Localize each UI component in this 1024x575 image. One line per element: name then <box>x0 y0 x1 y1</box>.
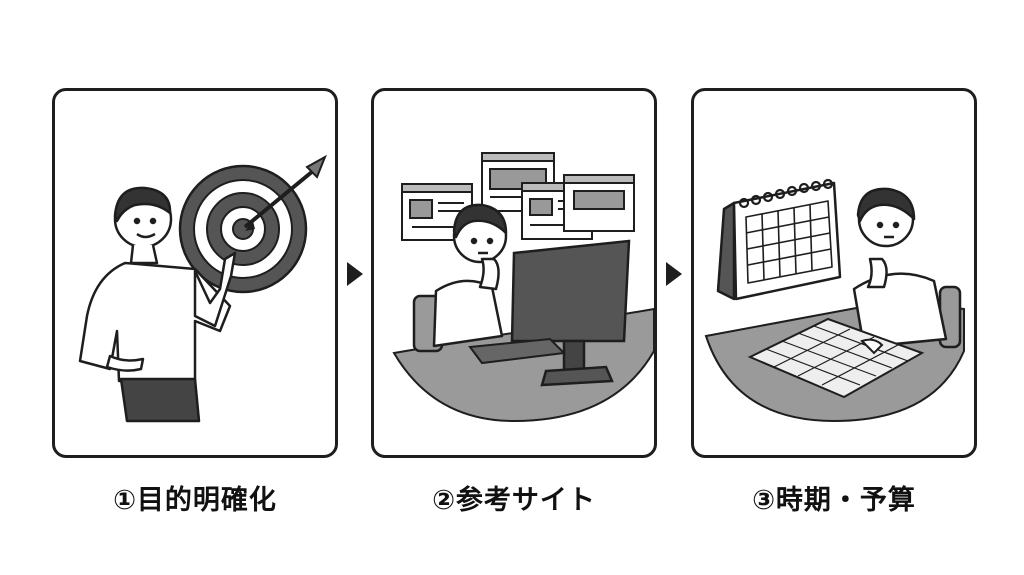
step-panel-1 <box>52 88 338 458</box>
step-label-3: ③時期・予算 <box>752 485 916 516</box>
step-panel-2 <box>371 88 657 458</box>
step-panel-3 <box>691 88 977 458</box>
monitor-icon <box>510 239 631 387</box>
step-label-2: ②参考サイト <box>432 485 596 516</box>
person-pointing-icon <box>78 186 237 423</box>
calendar-icon <box>716 178 842 301</box>
spreadsheet-icon <box>747 317 925 399</box>
keyboard-icon <box>468 337 567 365</box>
website-windows-icon <box>401 152 635 241</box>
dart-arrow-icon <box>243 154 327 231</box>
goal-illustration <box>78 154 327 423</box>
step-label-1: ①目的明確化 <box>113 485 277 516</box>
person-thinking-icon <box>852 187 962 349</box>
target-icon <box>178 164 308 294</box>
triangle-arrow-right-icon <box>666 262 682 286</box>
reference-sites-illustration <box>392 152 654 423</box>
person-thinking-icon <box>412 203 508 353</box>
schedule-budget-illustration <box>704 178 965 423</box>
triangle-arrow-right-icon <box>347 262 363 286</box>
